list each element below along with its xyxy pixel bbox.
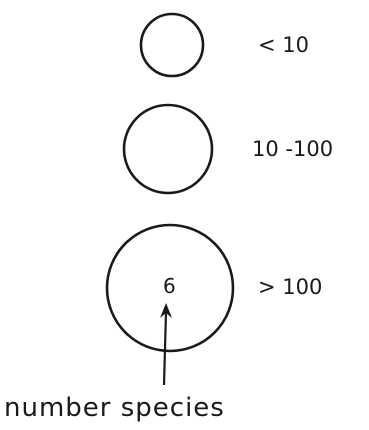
- legend-item-small: < 10: [139, 12, 309, 78]
- arrow-head-icon: [160, 303, 172, 318]
- label-less-than-10: < 10: [258, 33, 309, 57]
- legend-item-large: 6 > 100: [105, 223, 322, 353]
- species-count-number: 6: [163, 274, 176, 298]
- small-circle: [139, 12, 205, 78]
- medium-circle: [122, 103, 214, 195]
- large-circle: [105, 223, 235, 353]
- label-10-to-100: 10 -100: [252, 137, 333, 161]
- caption-number-species: number species: [4, 393, 225, 423]
- label-greater-than-100: > 100: [258, 275, 322, 299]
- legend-item-medium: 10 -100: [122, 103, 333, 195]
- arrow-shaft: [162, 311, 168, 386]
- pointer-arrow: [160, 303, 172, 386]
